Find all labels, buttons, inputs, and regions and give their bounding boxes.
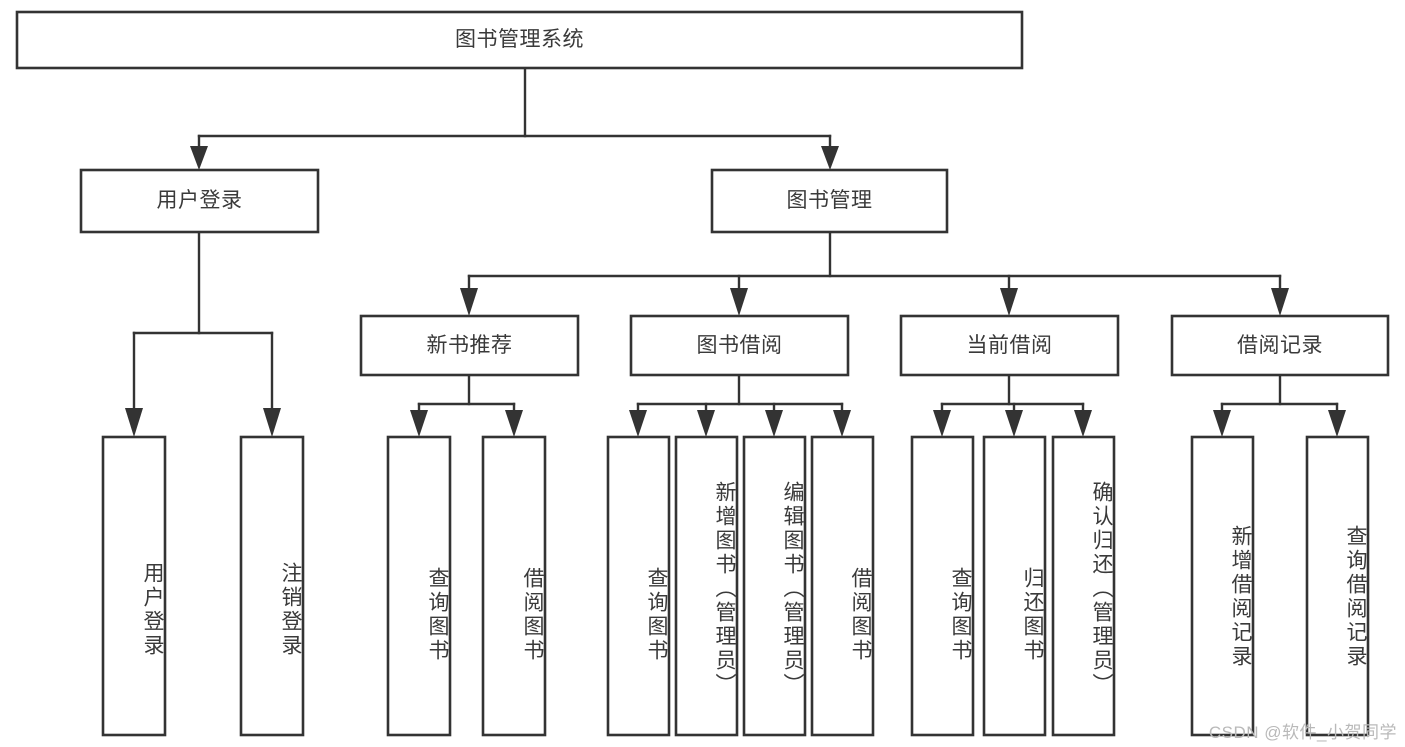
arrow-head-leaf-query-book-recommend	[410, 410, 428, 437]
arrow-head-leaf-query-borrow-record	[1328, 410, 1346, 437]
node-box-leaf-edit-book[interactable]	[742, 435, 807, 737]
arrow-head-leaf-user-login	[125, 408, 143, 437]
node-box-leaf-confirm-return[interactable]	[1051, 435, 1116, 737]
node-box-book-borrow[interactable]	[629, 314, 850, 377]
node-box-current-borrow[interactable]	[899, 314, 1120, 377]
node-box-leaf-return-book[interactable]	[982, 435, 1047, 737]
node-box-root[interactable]	[15, 10, 1024, 70]
node-box-leaf-borrow-book-recommend[interactable]	[481, 435, 547, 737]
arrow-head-book-borrow	[730, 288, 748, 316]
node-box-group	[15, 10, 1390, 737]
node-box-leaf-query-borrow-record[interactable]	[1305, 435, 1370, 737]
node-box-leaf-user-login[interactable]	[101, 435, 167, 737]
arrow-head-current-borrow	[1000, 288, 1018, 316]
node-box-borrow-record[interactable]	[1170, 314, 1390, 377]
node-box-new-book-recommend[interactable]	[359, 314, 580, 377]
node-box-leaf-query-book-recommend[interactable]	[386, 435, 452, 737]
arrow-head-leaf-borrow-book-recommend	[505, 410, 523, 437]
arrow-head-leaf-return-book	[1005, 410, 1023, 437]
node-box-leaf-borrow-book[interactable]	[810, 435, 875, 737]
arrow-head-leaf-query-book-current	[933, 410, 951, 437]
arrow-head-leaf-logout	[263, 408, 281, 437]
node-box-leaf-add-book[interactable]	[674, 435, 739, 737]
arrow-head-leaf-edit-book	[765, 410, 783, 437]
arrow-head-user-login	[190, 146, 208, 170]
arrow-head-borrow-record	[1271, 288, 1289, 316]
node-box-book-manage[interactable]	[710, 168, 949, 234]
arrow-head-leaf-add-borrow-record	[1213, 410, 1231, 437]
node-box-leaf-query-book-current[interactable]	[910, 435, 975, 737]
arrow-head-book-manage	[821, 146, 839, 170]
watermark-text: CSDN @软件_小贺同学	[1208, 723, 1397, 742]
arrow-head-leaf-add-book	[697, 410, 715, 437]
node-box-user-login[interactable]	[79, 168, 320, 234]
node-box-leaf-logout[interactable]	[239, 435, 305, 737]
arrow-head-leaf-borrow-book	[833, 410, 851, 437]
node-box-leaf-add-borrow-record[interactable]	[1190, 435, 1255, 737]
node-box-leaf-query-book-borrow[interactable]	[606, 435, 671, 737]
arrow-head-leaf-confirm-return	[1074, 410, 1092, 437]
arrow-head-new-book-recommend	[460, 288, 478, 316]
connector-group	[125, 66, 1346, 437]
arrow-head-leaf-query-book-borrow	[629, 410, 647, 437]
